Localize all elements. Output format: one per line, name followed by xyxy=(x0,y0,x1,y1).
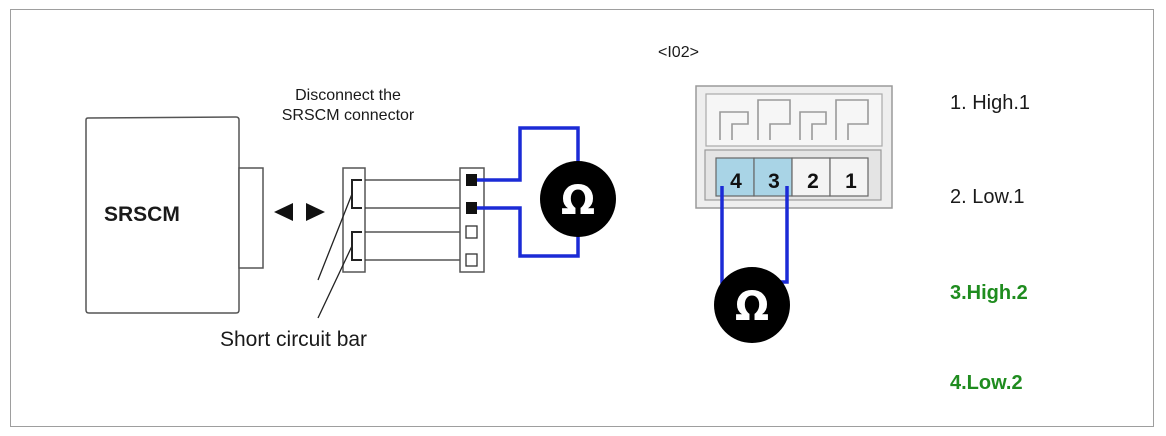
short-circuit-bar-label: Short circuit bar xyxy=(220,328,368,351)
legend-item-3: 3.High.2 xyxy=(950,282,1028,304)
right-ohm-icon: Ω xyxy=(735,284,769,330)
disconnect-instruction: Disconnect the SRSCM connector xyxy=(260,86,436,126)
srscm-label: SRSCM xyxy=(104,203,180,226)
disconnect-line-2: SRSCM connector xyxy=(281,107,415,124)
left-ohm-icon: Ω xyxy=(561,178,595,224)
legend-item-1: 1. High.1 xyxy=(950,92,1031,114)
right-ohmmeter xyxy=(714,267,790,343)
pin-label-4: 4 xyxy=(730,170,742,193)
pin-label-3: 3 xyxy=(768,170,780,193)
terminal-block xyxy=(459,167,485,273)
legend-item-2: 2. Low.1 xyxy=(950,186,1025,208)
left-ohmmeter xyxy=(540,161,616,237)
srscm-module xyxy=(85,116,264,314)
srscm-connector-socket xyxy=(238,167,264,269)
leader-line-1 xyxy=(317,193,353,281)
legend-item-4: 4.Low.2 xyxy=(950,372,1023,394)
disconnect-line-1: Disconnect the xyxy=(295,87,401,104)
pin-cell-1 xyxy=(829,157,869,197)
leader-line-2 xyxy=(317,245,353,319)
i02-connector-body xyxy=(695,85,893,209)
connector-id-label: <I02> xyxy=(658,44,699,61)
left-test-leads xyxy=(477,126,580,258)
harness-wires xyxy=(365,179,460,261)
diagram-frame xyxy=(10,9,1154,427)
harness-connector xyxy=(317,167,366,319)
pin-label-1: 1 xyxy=(845,170,857,193)
pin-label-2: 2 xyxy=(807,170,819,193)
double-arrow-icon xyxy=(274,203,325,221)
